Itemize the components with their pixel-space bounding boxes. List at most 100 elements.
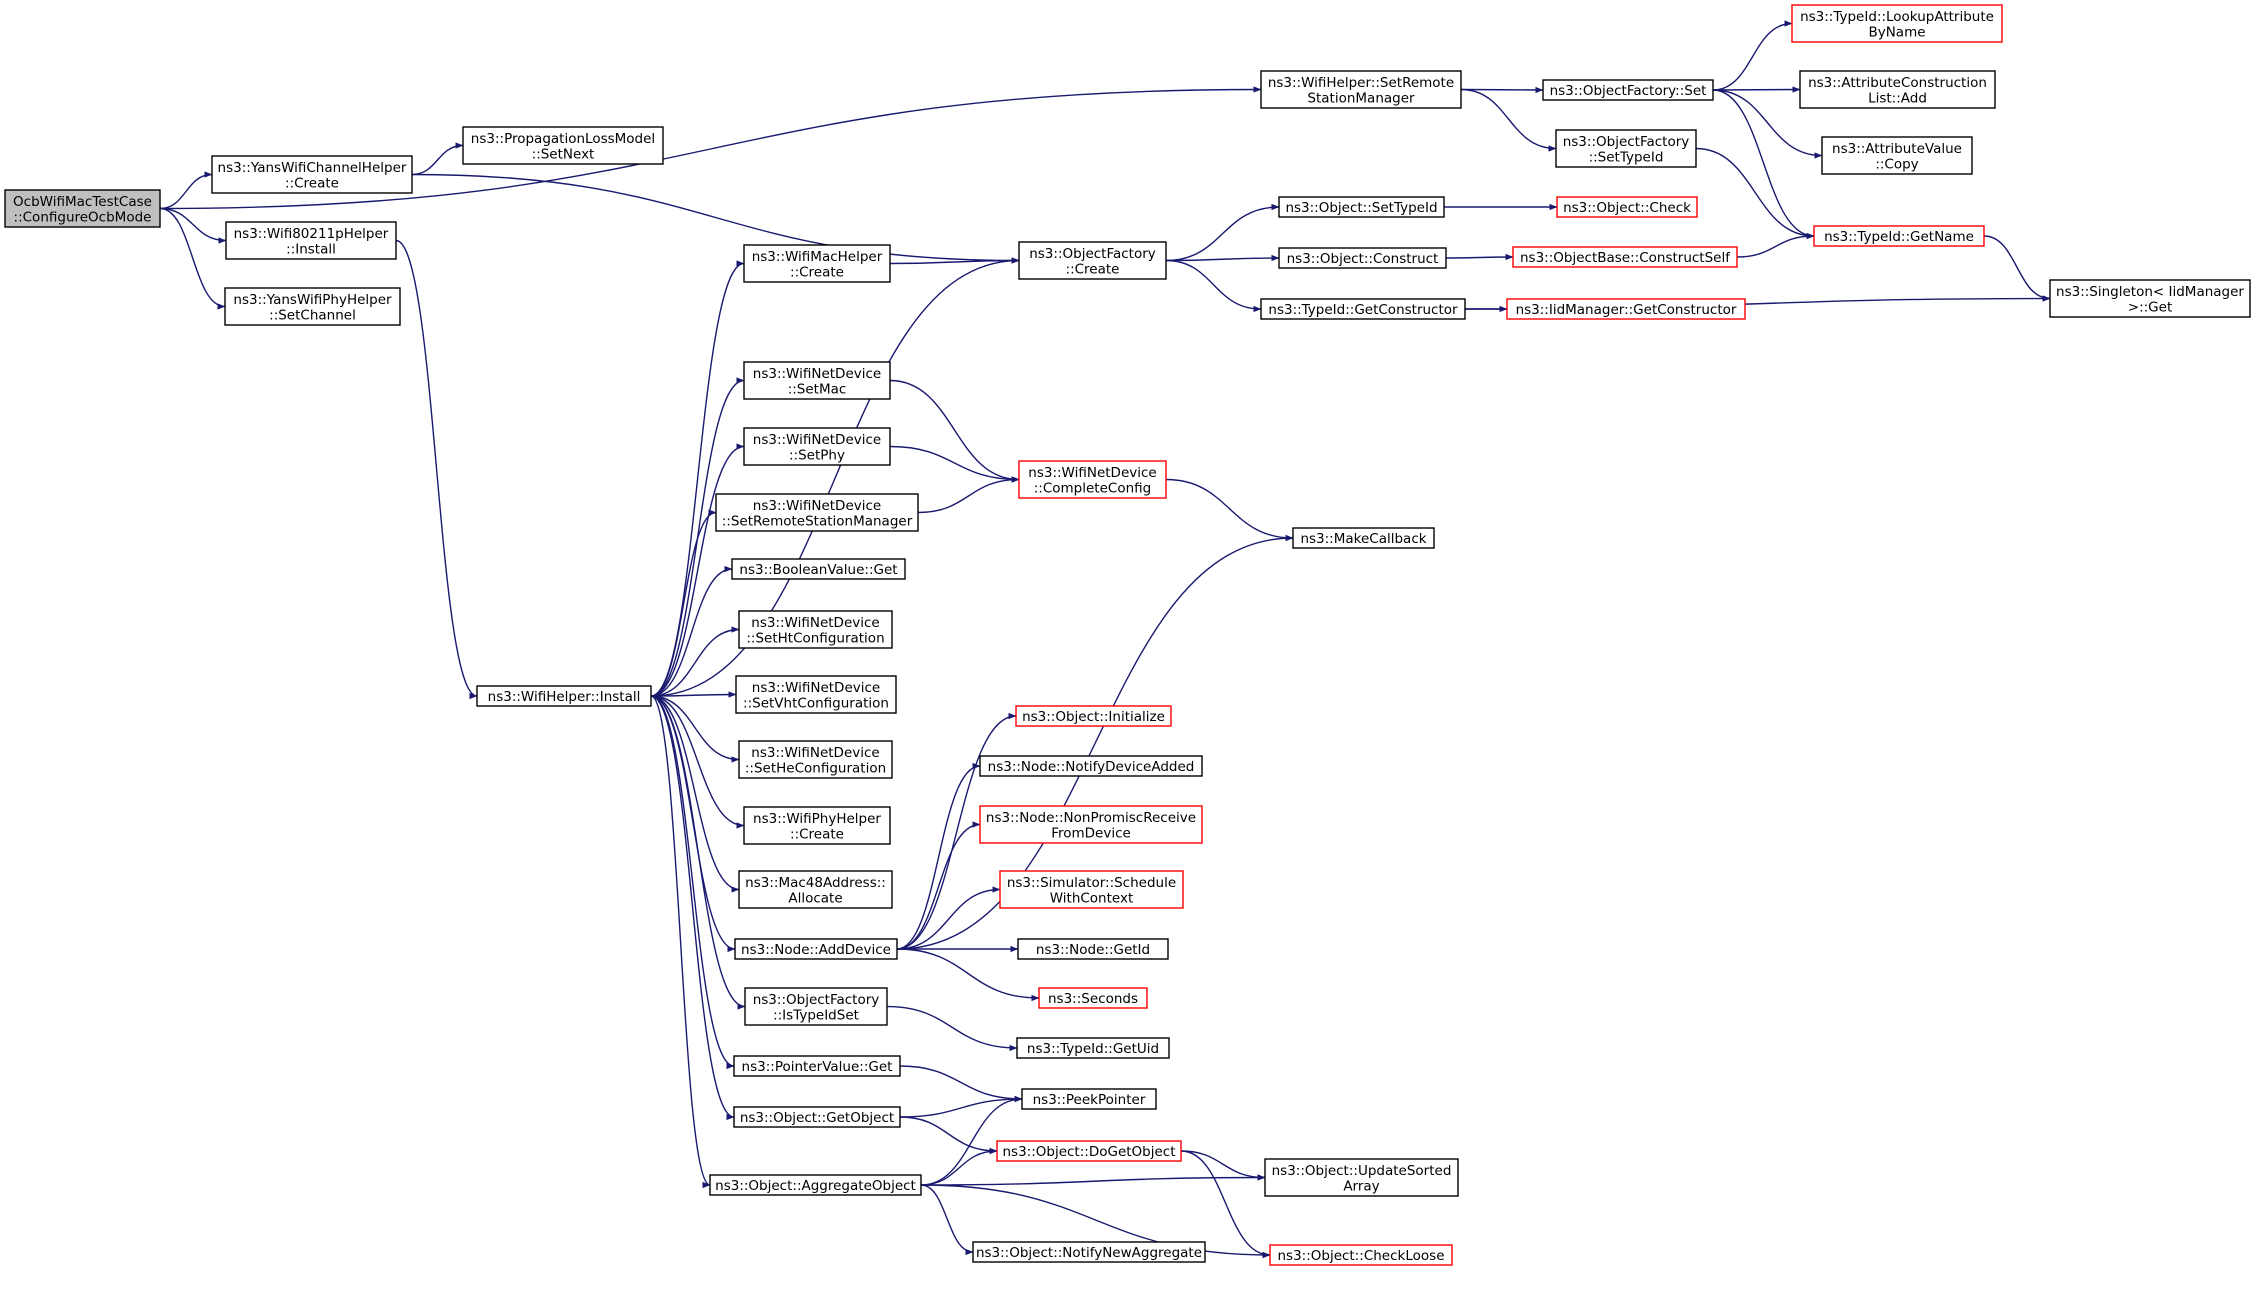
node-box xyxy=(1018,460,1167,499)
node-check-loose[interactable]: ns3::Object::CheckLoose xyxy=(1269,1244,1453,1266)
node-obj-check[interactable]: ns3::Object::Check xyxy=(1556,196,1698,218)
node-get-object[interactable]: ns3::Object::GetObject xyxy=(733,1106,901,1128)
node-yans-chan-create[interactable]: ns3::YansWifiChannelHelper::Create xyxy=(211,155,413,194)
edge-set-phy-to-complete-config xyxy=(889,445,1020,483)
node-label: Array xyxy=(1343,1178,1379,1194)
edge-add-device-to-seconds xyxy=(896,948,1040,1002)
node-box xyxy=(743,361,891,400)
node-box xyxy=(476,685,652,707)
node-is-type-id-set[interactable]: ns3::ObjectFactory::IsTypeIdSet xyxy=(744,987,888,1026)
edge xyxy=(650,626,740,697)
node-set-mac[interactable]: ns3::WifiNetDevice::SetMac xyxy=(743,361,891,400)
node-peek-pointer[interactable]: ns3::PeekPointer xyxy=(1021,1088,1157,1110)
node-notify-dev-added[interactable]: ns3::Node::NotifyDeviceAdded xyxy=(979,755,1203,777)
node-phy-helper-create[interactable]: ns3::WifiPhyHelper::Create xyxy=(743,806,891,845)
node-of-set-type-id[interactable]: ns3::ObjectFactory::SetTypeId xyxy=(1555,129,1697,168)
node-yans-phy-set-ch[interactable]: ns3::YansWifiPhyHelper::SetChannel xyxy=(224,287,401,326)
node-obj-set-type-id[interactable]: ns3::Object::SetTypeId xyxy=(1278,196,1445,218)
node-label: ns3::WifiMacHelper xyxy=(752,249,883,265)
node-box xyxy=(2049,279,2251,318)
node-box xyxy=(1292,527,1435,549)
node-box xyxy=(972,1241,1206,1263)
node-set-rsm[interactable]: ns3::WifiNetDevice::SetRemoteStationMana… xyxy=(715,493,919,532)
node-set-remote-station[interactable]: ns3::WifiHelper::SetRemoteStationManager xyxy=(1260,70,1462,109)
node-wifi80211p[interactable]: ns3::Wifi80211pHelper::Install xyxy=(225,221,397,260)
node-pointer-get[interactable]: ns3::PointerValue::Get xyxy=(733,1055,901,1077)
node-label: ::SetRemoteStationManager xyxy=(722,513,913,529)
node-label: ns3::ObjectFactory::Set xyxy=(1550,83,1707,99)
node-label: ns3::TypeId::GetUid xyxy=(1027,1041,1159,1057)
node-set-he[interactable]: ns3::WifiNetDevice::SetHeConfiguration xyxy=(738,740,893,779)
node-label: ns3::WifiNetDevice xyxy=(753,432,881,448)
node-construct-self[interactable]: ns3::ObjectBase::ConstructSelf xyxy=(1512,246,1738,268)
node-add-device[interactable]: ns3::Node::AddDevice xyxy=(734,938,898,960)
node-label: ns3::WifiNetDevice xyxy=(752,680,880,696)
node-prop-loss[interactable]: ns3::PropagationLossModel::SetNext xyxy=(462,126,664,165)
edge xyxy=(896,886,1001,950)
node-label: ns3::Object::Initialize xyxy=(1022,709,1165,725)
node-set-vht[interactable]: ns3::WifiNetDevice::SetVhtConfiguration xyxy=(735,675,897,714)
node-obj-construct[interactable]: ns3::Object::Construct xyxy=(1278,247,1447,269)
edge xyxy=(917,476,1020,514)
edge-add-device-to-obj-initialize xyxy=(896,712,1017,950)
node-notify-new-agg[interactable]: ns3::Object::NotifyNewAggregate xyxy=(972,1241,1206,1263)
node-box xyxy=(1278,247,1447,269)
edge xyxy=(1695,147,1815,240)
node-attr-value-copy[interactable]: ns3::AttributeValue::Copy xyxy=(1821,136,1973,175)
edge xyxy=(889,445,1020,483)
node-mac-helper-create[interactable]: ns3::WifiMacHelper::Create xyxy=(743,244,891,283)
node-complete-config[interactable]: ns3::WifiNetDevice::CompleteConfig xyxy=(1018,460,1167,499)
node-obj-initialize[interactable]: ns3::Object::Initialize xyxy=(1015,705,1172,727)
node-box xyxy=(735,675,897,714)
edge xyxy=(395,239,478,700)
edge xyxy=(650,695,740,893)
edge xyxy=(896,762,981,950)
edge xyxy=(411,142,464,176)
node-get-uid[interactable]: ns3::TypeId::GetUid xyxy=(1016,1037,1170,1059)
node-label: ns3::Simulator::Schedule xyxy=(1007,875,1176,891)
node-of-set[interactable]: ns3::ObjectFactory::Set xyxy=(1542,79,1714,101)
edge xyxy=(159,86,1262,210)
node-box xyxy=(1556,196,1698,218)
node-label: >::Get xyxy=(2128,299,2172,315)
node-type-id-get-name[interactable]: ns3::TypeId::GetName xyxy=(1813,225,1985,247)
node-seconds[interactable]: ns3::Seconds xyxy=(1038,987,1148,1009)
edge-wifi-install-to-get-object xyxy=(650,695,735,1121)
edge-aggregate-to-update-sorted xyxy=(920,1174,1266,1186)
node-root[interactable]: OcbWifiMacTestCase::ConfigureOcbMode xyxy=(4,189,161,228)
edge-wifi-install-to-phy-helper-create xyxy=(650,695,745,829)
node-of-create[interactable]: ns3::ObjectFactory::Create xyxy=(1018,241,1167,280)
node-get-constructor[interactable]: ns3::TypeId::GetConstructor xyxy=(1260,298,1466,320)
node-label: ns3::WifiPhyHelper xyxy=(753,811,881,827)
node-singleton-get[interactable]: ns3::Singleton< IidManager>::Get xyxy=(2049,279,2251,318)
node-label: ::SetNext xyxy=(532,146,595,162)
node-label: ns3::WifiNetDevice xyxy=(753,366,881,382)
node-set-phy[interactable]: ns3::WifiNetDevice::SetPhy xyxy=(743,427,891,466)
node-box xyxy=(733,1055,901,1077)
node-box xyxy=(1269,1244,1453,1266)
edge xyxy=(1983,235,2051,302)
node-aggregate[interactable]: ns3::Object::AggregateObject xyxy=(709,1174,922,1196)
node-iid-get-constructor[interactable]: ns3::IidManager::GetConstructor xyxy=(1506,298,1746,320)
edge xyxy=(1712,86,1801,93)
node-label: ByName xyxy=(1868,24,1925,40)
node-wifi-install[interactable]: ns3::WifiHelper::Install xyxy=(476,685,652,707)
node-make-callback[interactable]: ns3::MakeCallback xyxy=(1292,527,1435,549)
node-set-ht[interactable]: ns3::WifiNetDevice::SetHtConfiguration xyxy=(738,610,893,649)
node-mac48[interactable]: ns3::Mac48Address::Allocate xyxy=(738,870,893,909)
edge-wifi-install-to-set-he xyxy=(650,695,740,763)
node-do-get-object[interactable]: ns3::Object::DoGetObject xyxy=(996,1140,1182,1162)
node-label: ns3::Object::CheckLoose xyxy=(1277,1248,1444,1264)
node-label: ::Create xyxy=(790,826,844,842)
node-label: ns3::Mac48Address:: xyxy=(745,875,886,891)
node-bool-get[interactable]: ns3::BooleanValue::Get xyxy=(731,558,906,580)
edge-of-set-to-type-id-get-name xyxy=(1712,89,1815,240)
node-label: ns3::PointerValue::Get xyxy=(742,1059,893,1075)
edge-add-device-to-schedule-ctx xyxy=(896,886,1001,950)
node-node-get-id[interactable]: ns3::Node::GetId xyxy=(1017,938,1169,960)
